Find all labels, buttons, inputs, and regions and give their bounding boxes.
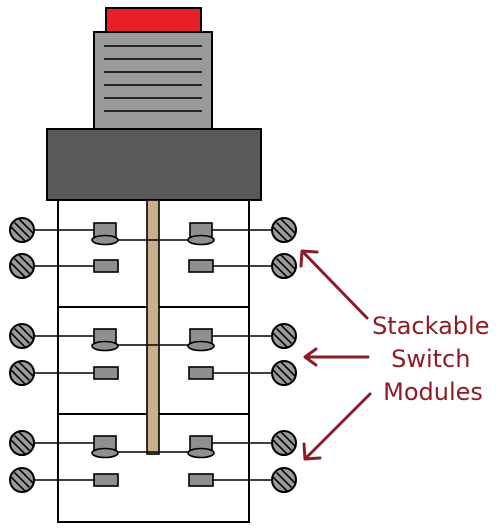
contact-icon xyxy=(187,447,215,459)
screw-terminal-icon xyxy=(9,323,35,349)
callout-line-3: Modules xyxy=(383,378,483,406)
callout-label: Stackable Switch Modules xyxy=(372,312,494,406)
contact-icon xyxy=(93,259,119,273)
contact-icon xyxy=(188,259,214,273)
arrow-icon xyxy=(303,347,370,367)
screw-terminals xyxy=(9,217,297,493)
contact-icon xyxy=(93,473,119,487)
mounting-block xyxy=(46,128,262,201)
contact-icon xyxy=(188,473,214,487)
screw-terminal-icon xyxy=(9,360,35,386)
contact-icon xyxy=(188,366,214,380)
contact-icon xyxy=(187,340,215,352)
arrow-icon xyxy=(302,392,372,461)
screw-terminal-icon xyxy=(271,217,297,243)
push-button-cap xyxy=(105,7,202,33)
contacts xyxy=(91,222,215,487)
contact-icon xyxy=(187,234,215,246)
screw-terminal-icon xyxy=(9,217,35,243)
screw-terminal-icon xyxy=(9,430,35,456)
contact-icon xyxy=(91,447,119,459)
callout-line-2: Switch xyxy=(391,345,470,373)
arrow-icon xyxy=(299,249,369,320)
screw-terminal-icon xyxy=(271,467,297,493)
screw-terminal-icon xyxy=(9,467,35,493)
actuator-rod xyxy=(146,199,160,455)
contact-icon xyxy=(91,340,119,352)
callout-arrows xyxy=(299,249,372,461)
screw-terminal-icon xyxy=(9,253,35,279)
button-collar xyxy=(93,31,213,131)
screw-terminal-icon xyxy=(271,323,297,349)
callout-line-1: Stackable xyxy=(372,312,489,340)
screw-terminal-icon xyxy=(271,430,297,456)
contact-icon xyxy=(91,234,119,246)
contact-icon xyxy=(93,366,119,380)
screw-terminal-icon xyxy=(271,360,297,386)
screw-terminal-icon xyxy=(271,253,297,279)
